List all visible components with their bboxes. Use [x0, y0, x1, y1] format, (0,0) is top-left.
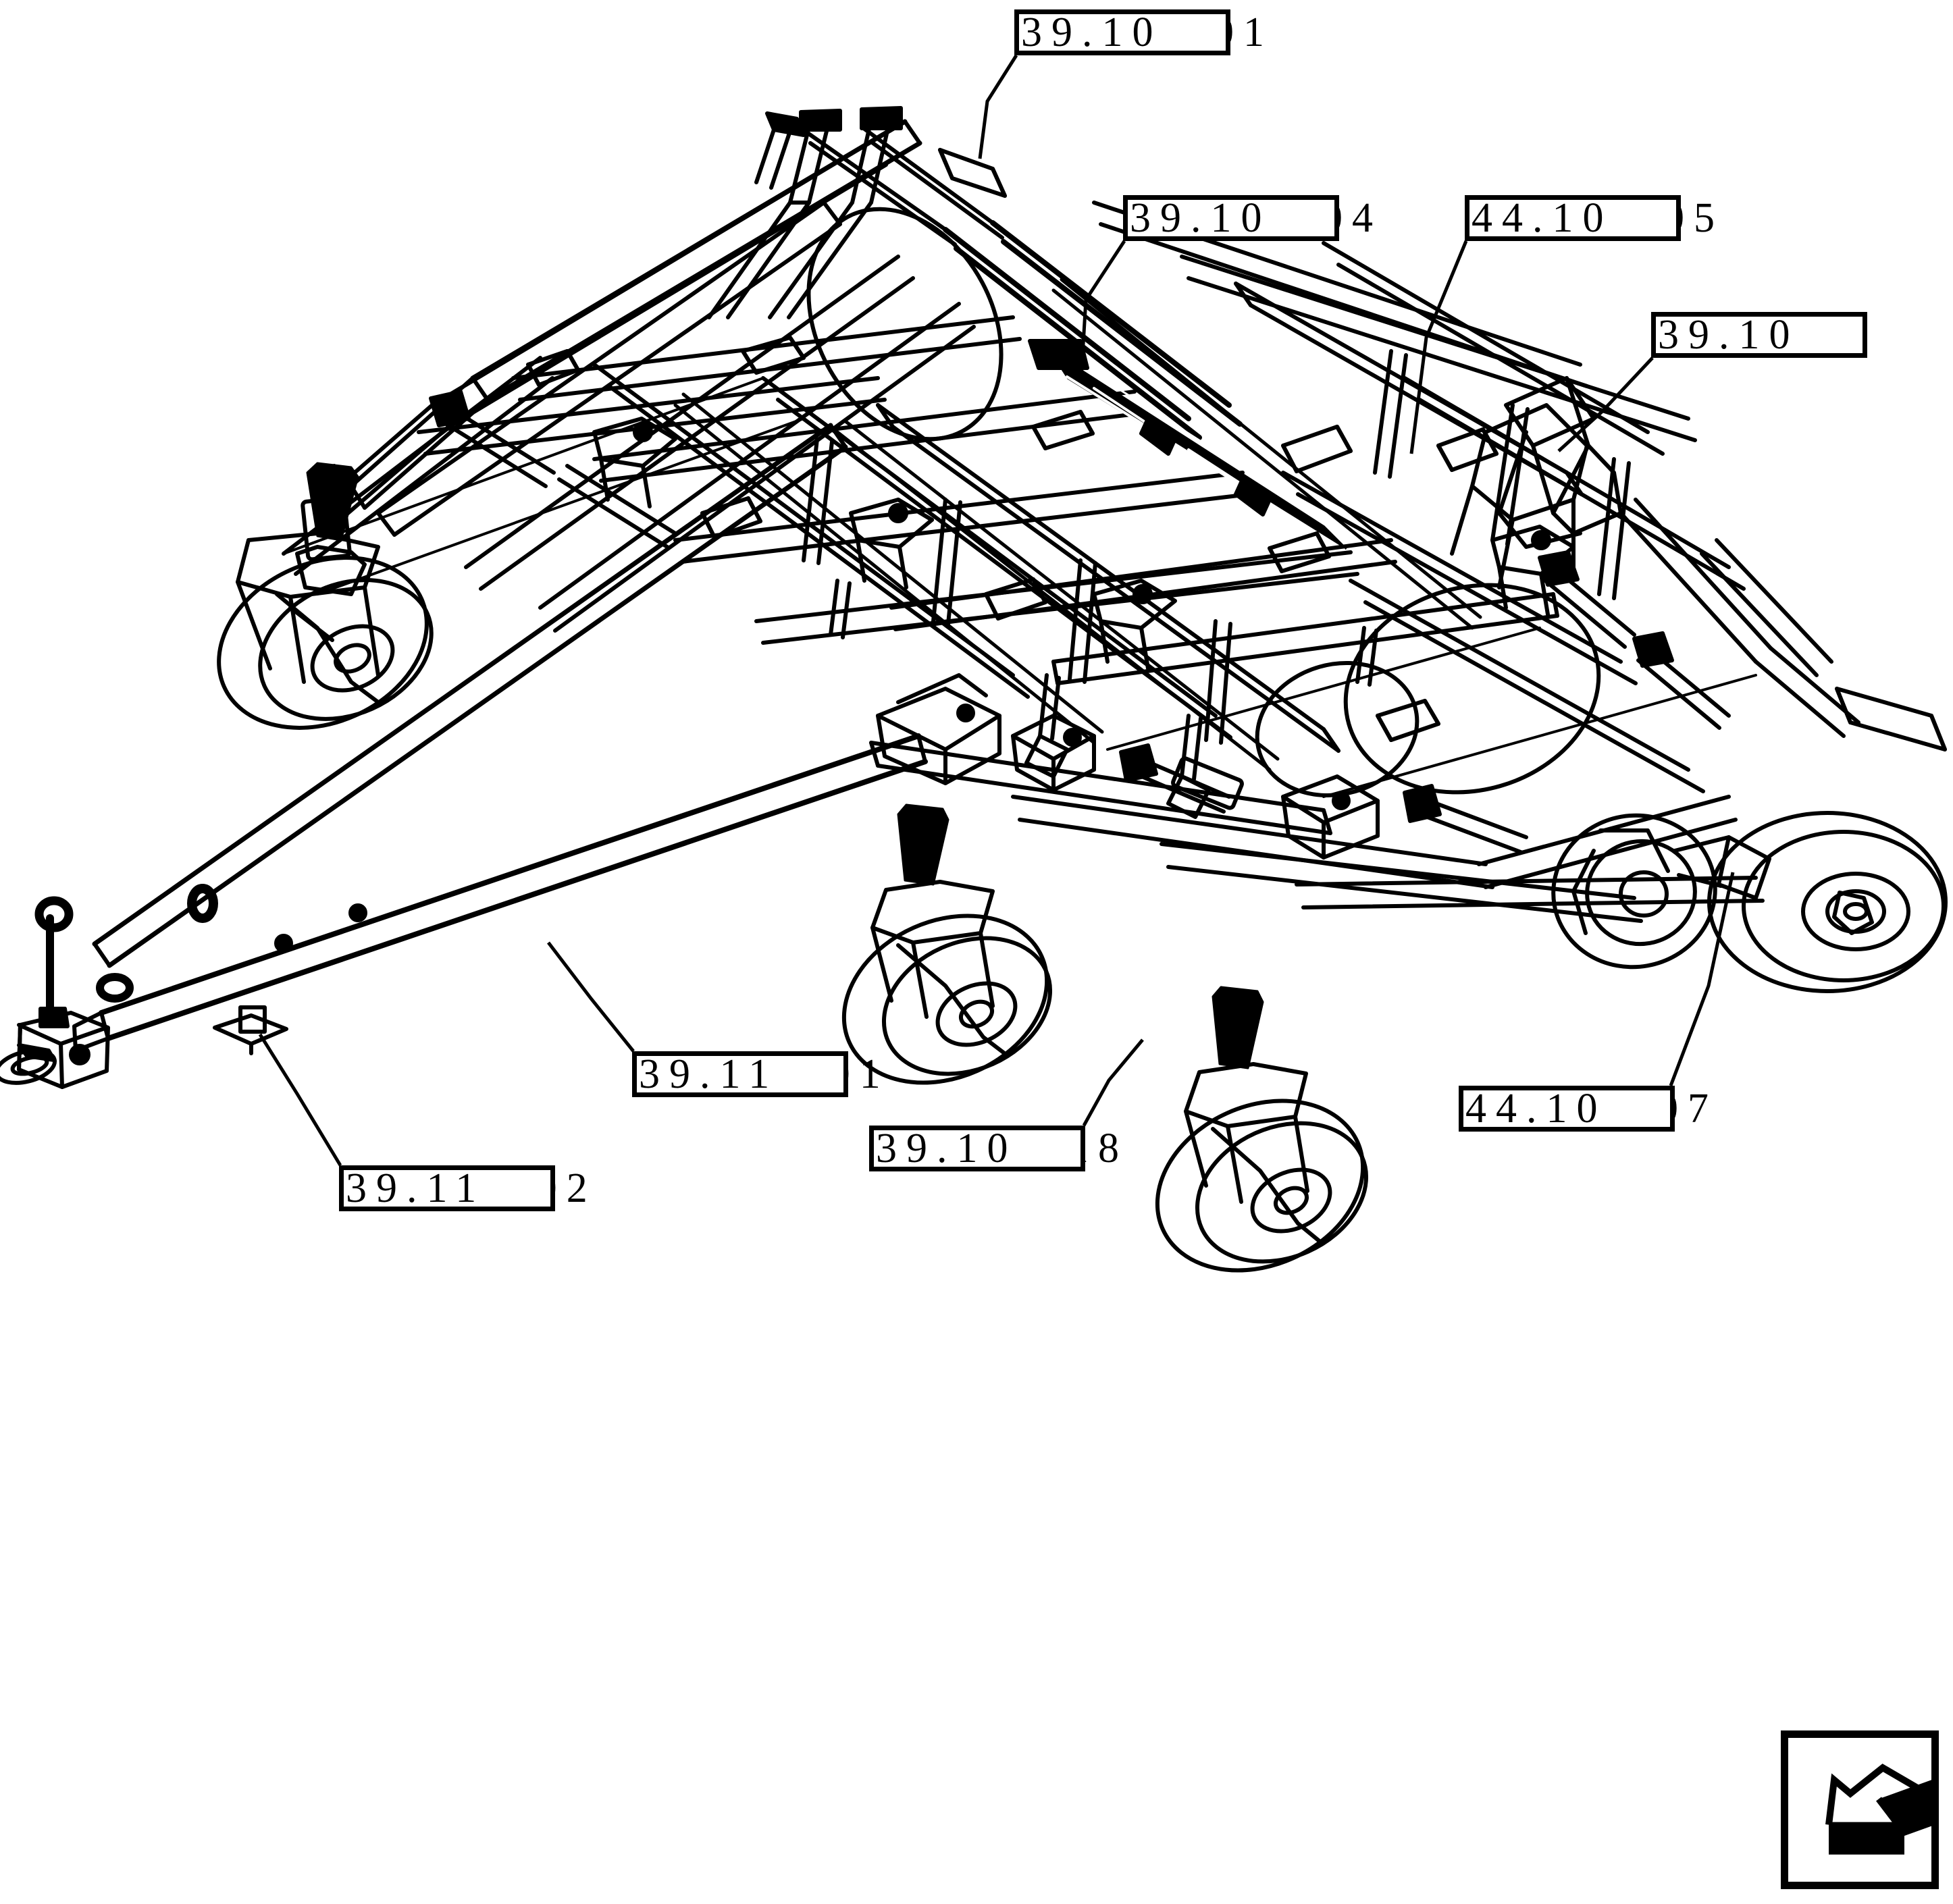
- callout-39-100-18: 39.100.18 39.10: [869, 1126, 1135, 1171]
- brand-logo-mark: [1825, 1764, 1931, 1855]
- brand-logo: [1781, 1730, 1939, 1889]
- callout-44-100-05: 44.100.05 44.10: [1465, 195, 1731, 241]
- callout-39-100-04: 39.100.04 39.10: [1123, 195, 1389, 241]
- callout-39-100-01: 39.100.01 39.10: [1014, 9, 1280, 55]
- callout-masked-text: 39.10: [1021, 9, 1163, 55]
- callout-masked-text: 39.10: [1658, 312, 1800, 358]
- callout-masked-text: 39.10: [876, 1126, 1018, 1171]
- callout-masked-text: 39.10: [1130, 195, 1272, 241]
- callout-masked-text: 44.10: [1465, 1086, 1607, 1132]
- callout-44-100-07: 44.100.07 44.10: [1459, 1086, 1725, 1132]
- callout-39-110-01: 39.110.01 39.11: [632, 1051, 897, 1097]
- callout-39-100-right-clipped: 39.100. 39.10: [1651, 312, 1867, 358]
- callout-masked-text: 44.10: [1472, 195, 1613, 241]
- callout-masked-text: 39.11: [639, 1051, 779, 1097]
- callout-masked-text: 39.11: [346, 1165, 486, 1211]
- callout-39-110-02: 39.110.02 39.11: [339, 1165, 604, 1211]
